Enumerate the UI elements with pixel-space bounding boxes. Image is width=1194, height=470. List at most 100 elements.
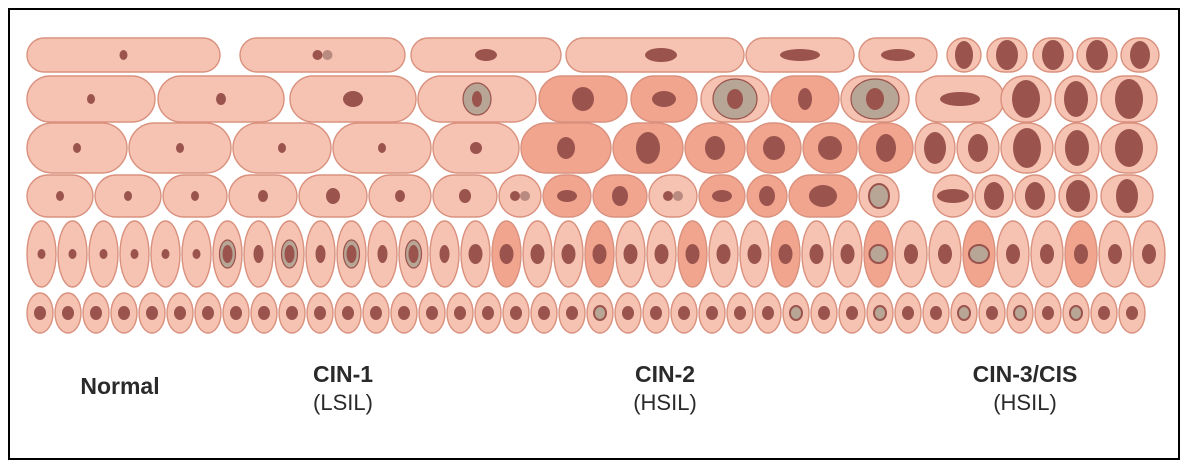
cell-nucleus — [520, 191, 530, 201]
cell-nucleus — [673, 191, 683, 201]
cell-nucleus — [678, 306, 690, 320]
cell-nucleus — [378, 245, 388, 263]
cell-nucleus — [1074, 244, 1088, 264]
cell-nucleus — [1006, 244, 1020, 264]
cell-nucleus — [1098, 306, 1110, 320]
cell-nucleus — [1086, 40, 1108, 70]
cell-nucleus — [968, 134, 988, 162]
cell-nucleus — [1115, 79, 1143, 119]
cell-nucleus — [472, 91, 482, 107]
cell-nucleus — [996, 40, 1018, 70]
cell-nucleus — [717, 244, 731, 264]
cell-nucleus — [876, 134, 896, 162]
cell-nucleus — [176, 143, 184, 153]
cell-nucleus — [686, 244, 700, 264]
cell-nucleus — [655, 244, 669, 264]
cell-nucleus — [818, 136, 842, 160]
cell-nucleus — [90, 306, 102, 320]
cell-nucleus — [650, 306, 662, 320]
stage-grade: (HSIL) — [590, 389, 740, 417]
cell-nucleus — [398, 306, 410, 320]
cell-nucleus — [612, 186, 628, 206]
cell-nucleus — [62, 306, 74, 320]
stage-label-normal: Normal — [45, 372, 195, 401]
cell-nucleus — [1012, 80, 1040, 118]
cell-nucleus — [938, 244, 952, 264]
cell-nucleus — [557, 137, 575, 159]
cell-nucleus — [810, 244, 824, 264]
cell-nucleus — [1130, 41, 1150, 69]
cell-nucleus — [378, 143, 386, 153]
cell-nucleus — [818, 306, 830, 320]
stage-label-cin2: CIN-2 (HSIL) — [590, 360, 740, 418]
cell-nucleus — [1025, 182, 1045, 210]
cell-nucleus — [193, 249, 201, 259]
cell-nucleus — [500, 244, 514, 264]
cell-nucleus — [510, 306, 522, 320]
cell-nucleus — [316, 245, 326, 263]
cell-nucleus — [841, 244, 855, 264]
cell-nucleus — [984, 182, 1004, 210]
cell-nucleus — [762, 306, 774, 320]
cell-nucleus — [763, 136, 785, 160]
cell-nucleus — [1142, 244, 1156, 264]
cell-nucleus — [734, 306, 746, 320]
cell-nucleus — [482, 306, 494, 320]
stage-name: CIN-1 — [268, 360, 418, 389]
cell-nucleus — [475, 49, 497, 61]
cell-nucleus — [780, 49, 820, 61]
cell-nucleus — [930, 306, 942, 320]
cell-nucleus — [705, 136, 725, 160]
cell-nucleus — [1108, 244, 1122, 264]
cell-nucleus — [759, 186, 775, 206]
cell-nucleus — [73, 143, 81, 153]
stage-label-cin3: CIN-3/CIS (HSIL) — [935, 360, 1115, 418]
cell-nucleus — [881, 49, 915, 61]
cell-nucleus — [510, 191, 520, 201]
cell-nucleus — [469, 244, 483, 264]
cell-nucleus — [538, 306, 550, 320]
cell-nucleus — [34, 306, 46, 320]
cell-nucleus — [146, 306, 158, 320]
cell-nucleus — [347, 245, 357, 263]
cell-nucleus — [258, 306, 270, 320]
stage-name: CIN-2 — [590, 360, 740, 389]
cell-nucleus — [370, 306, 382, 320]
cell-nucleus — [1116, 179, 1138, 213]
cell-nucleus — [1040, 244, 1054, 264]
cell-nucleus — [191, 191, 199, 201]
cell-nucleus — [727, 89, 743, 109]
cell-nucleus — [342, 306, 354, 320]
cell-nucleus — [278, 143, 286, 153]
cell-nucleus — [706, 306, 718, 320]
stage-label-cin1: CIN-1 (LSIL) — [268, 360, 418, 418]
cell-nucleus — [1064, 81, 1088, 117]
cell-nucleus — [937, 189, 969, 203]
cell-nucleus — [69, 249, 77, 259]
cell-nucleus — [286, 306, 298, 320]
cell-nucleus — [409, 245, 419, 263]
stage-grade: (LSIL) — [268, 389, 418, 417]
cell-nucleus — [38, 249, 46, 259]
cell-nucleus — [454, 306, 466, 320]
cell-nucleus — [323, 50, 333, 60]
cell-nucleus — [902, 306, 914, 320]
cell-nucleus — [904, 244, 918, 264]
cell-nucleus — [622, 306, 634, 320]
cell-nucleus — [1126, 306, 1138, 320]
cell-nucleus — [645, 48, 677, 62]
cell-nucleus — [395, 190, 405, 202]
stage-name: Normal — [45, 372, 195, 401]
cell-nucleus — [326, 188, 340, 204]
cell-nucleus — [798, 88, 812, 110]
cell-nucleus — [748, 244, 762, 264]
cell-nucleus — [562, 244, 576, 264]
cell-nucleus — [924, 132, 946, 164]
cell-nucleus — [1065, 130, 1089, 166]
cell-nucleus — [1042, 306, 1054, 320]
cell-nucleus — [1042, 40, 1064, 70]
cell-nucleus — [202, 306, 214, 320]
cell-nucleus — [572, 87, 594, 111]
cell-nucleus — [216, 93, 226, 105]
cell-nucleus — [652, 91, 676, 107]
